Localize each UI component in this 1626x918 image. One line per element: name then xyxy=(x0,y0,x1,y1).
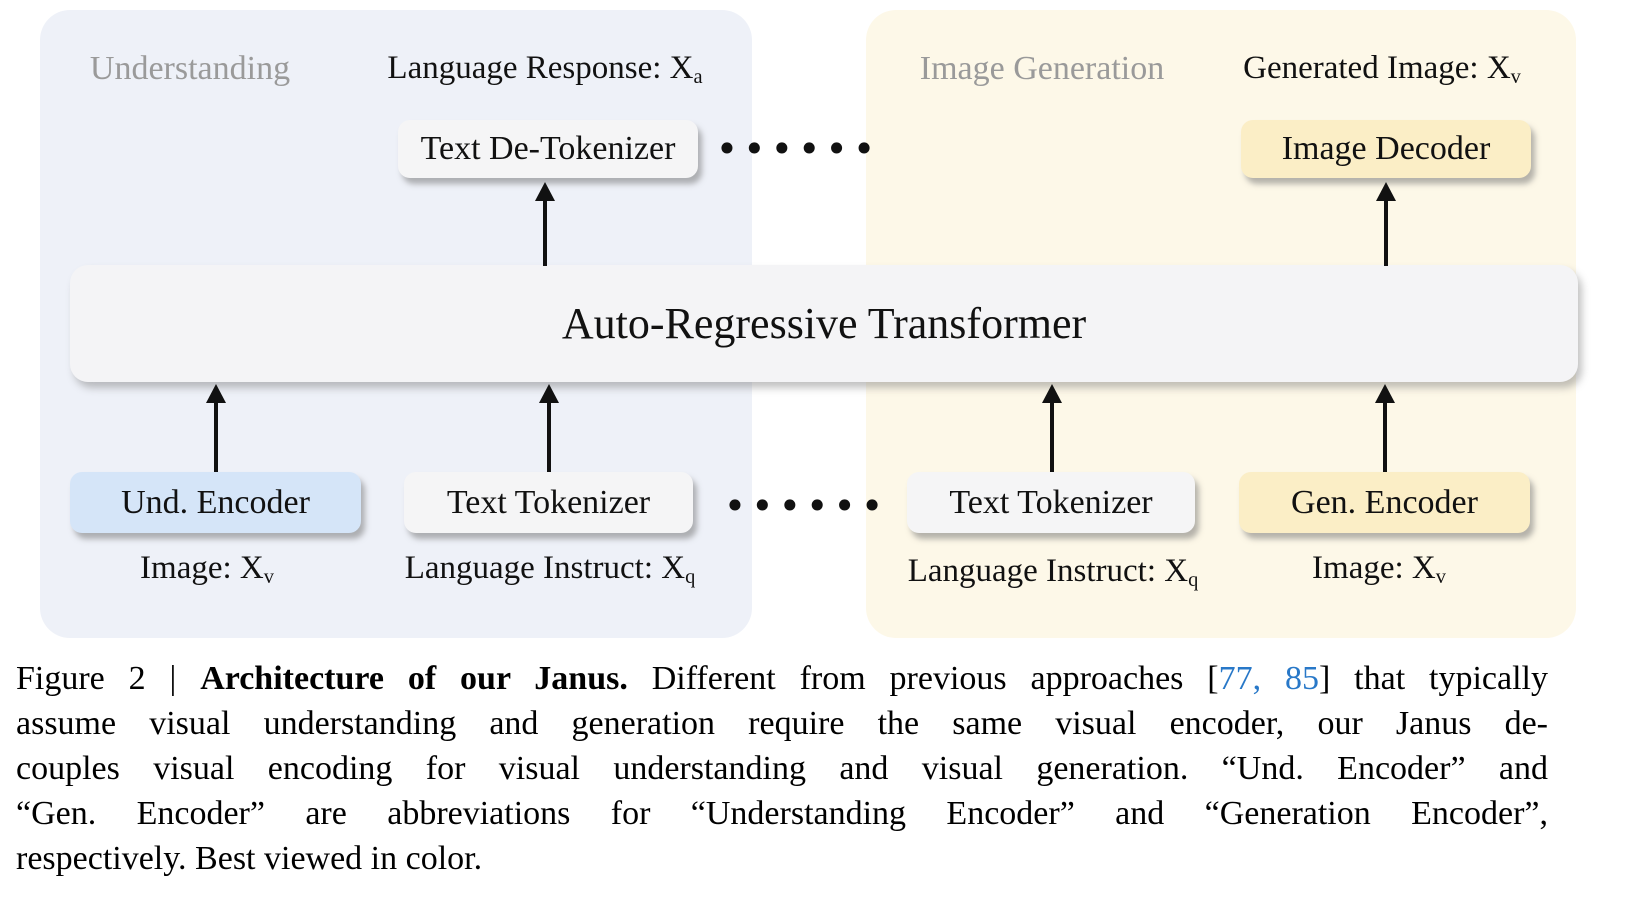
caption-bold-title: Architecture of our Janus. xyxy=(200,660,628,697)
arrow-transformer-to-image-decoder-icon xyxy=(1376,182,1396,266)
arrow-und-encoder-to-transformer-icon xyxy=(206,384,226,473)
arrow-shaft xyxy=(1050,403,1054,473)
image-input-left-text: Image: X xyxy=(140,550,264,586)
arrow-shaft xyxy=(1384,201,1388,266)
arrow-shaft xyxy=(543,201,547,266)
text-detokenizer-box: Text De-Tokenizer xyxy=(398,120,698,178)
arrow-head-icon xyxy=(206,384,226,403)
arrow-gen-encoder-to-transformer-icon xyxy=(1375,384,1395,473)
image-input-left-label: Image: Xv xyxy=(140,550,274,588)
language-response-text: Language Response: X xyxy=(387,50,694,86)
arrow-shaft xyxy=(214,403,218,473)
language-response-label: Language Response: Xa xyxy=(387,50,703,88)
citation-links[interactable]: 77, 85 xyxy=(1218,660,1319,697)
image-generation-panel-title: Image Generation xyxy=(919,50,1165,87)
text-tokenizer-right-label: Text Tokenizer xyxy=(949,483,1153,521)
text-tokenizer-left-box: Text Tokenizer xyxy=(404,472,693,533)
arrow-text-tokenizer-left-to-transformer-icon xyxy=(539,384,559,473)
arrow-head-icon xyxy=(1376,182,1396,201)
image-decoder-box: Image Decoder xyxy=(1241,120,1531,178)
arrow-shaft xyxy=(1383,403,1387,473)
caption-line-1: Figure 2 | Architecture of our Janus. Di… xyxy=(16,656,1548,701)
gen-encoder-label: Gen. Encoder xyxy=(1291,483,1478,521)
generated-image-subscript: v xyxy=(1510,65,1521,88)
auto-regressive-transformer-box: Auto-Regressive Transformer xyxy=(70,265,1578,382)
image-input-left-subscript: v xyxy=(263,565,274,588)
arrow-head-icon xyxy=(1375,384,1395,403)
caption-line-2: assume visual understanding and generati… xyxy=(16,705,1548,742)
generated-image-text: Generated Image: X xyxy=(1243,50,1511,86)
caption-figure-number: Figure 2 | xyxy=(16,660,201,697)
understanding-panel-title: Understanding xyxy=(89,50,291,87)
ellipsis-dots-bottom: •••••• xyxy=(723,484,889,528)
ellipsis-dots-top: •••••• xyxy=(715,127,881,171)
text-tokenizer-left-label: Text Tokenizer xyxy=(446,483,651,521)
text-detokenizer-label: Text De-Tokenizer xyxy=(420,130,676,167)
caption-line-1-mid: Different from previous approaches [ xyxy=(627,660,1219,697)
arrow-head-icon xyxy=(1042,384,1062,403)
language-instruct-left-label: Language Instruct: Xq xyxy=(404,550,696,588)
image-decoder-label: Image Decoder xyxy=(1281,130,1491,167)
arrow-transformer-to-detokenizer-icon xyxy=(535,182,555,266)
text-tokenizer-right-box: Text Tokenizer xyxy=(907,472,1195,533)
image-input-right-label: Image: Xv xyxy=(1312,550,1446,588)
language-response-subscript: a xyxy=(693,65,703,88)
caption-line-4: “Gen. Encoder” are abbreviations for “Un… xyxy=(16,795,1548,832)
caption-line-3: couples visual encoding for visual under… xyxy=(16,750,1548,787)
arrow-text-tokenizer-right-to-transformer-icon xyxy=(1042,384,1062,473)
language-instruct-right-label: Language Instruct: Xq xyxy=(907,553,1199,591)
language-instruct-right-text: Language Instruct: X xyxy=(907,553,1189,589)
caption-line-5: respectively. Best viewed in color. xyxy=(16,840,483,877)
arrow-head-icon xyxy=(539,384,559,403)
arrow-shaft xyxy=(547,403,551,473)
generated-image-label: Generated Image: Xv xyxy=(1243,50,1521,88)
und-encoder-box: Und. Encoder xyxy=(70,472,361,533)
gen-encoder-box: Gen. Encoder xyxy=(1239,472,1530,533)
figure-caption: Figure 2 | Architecture of our Janus. Di… xyxy=(16,656,1548,881)
language-instruct-right-subscript: q xyxy=(1188,568,1199,591)
arrow-head-icon xyxy=(535,182,555,201)
language-instruct-left-subscript: q xyxy=(685,565,696,588)
caption-line-1-suffix: ] that typically xyxy=(1318,660,1548,697)
auto-regressive-transformer-label: Auto-Regressive Transformer xyxy=(561,299,1087,348)
image-input-right-text: Image: X xyxy=(1312,550,1436,586)
und-encoder-label: Und. Encoder xyxy=(121,483,310,521)
image-input-right-subscript: v xyxy=(1435,565,1446,588)
language-instruct-left-text: Language Instruct: X xyxy=(404,550,686,586)
